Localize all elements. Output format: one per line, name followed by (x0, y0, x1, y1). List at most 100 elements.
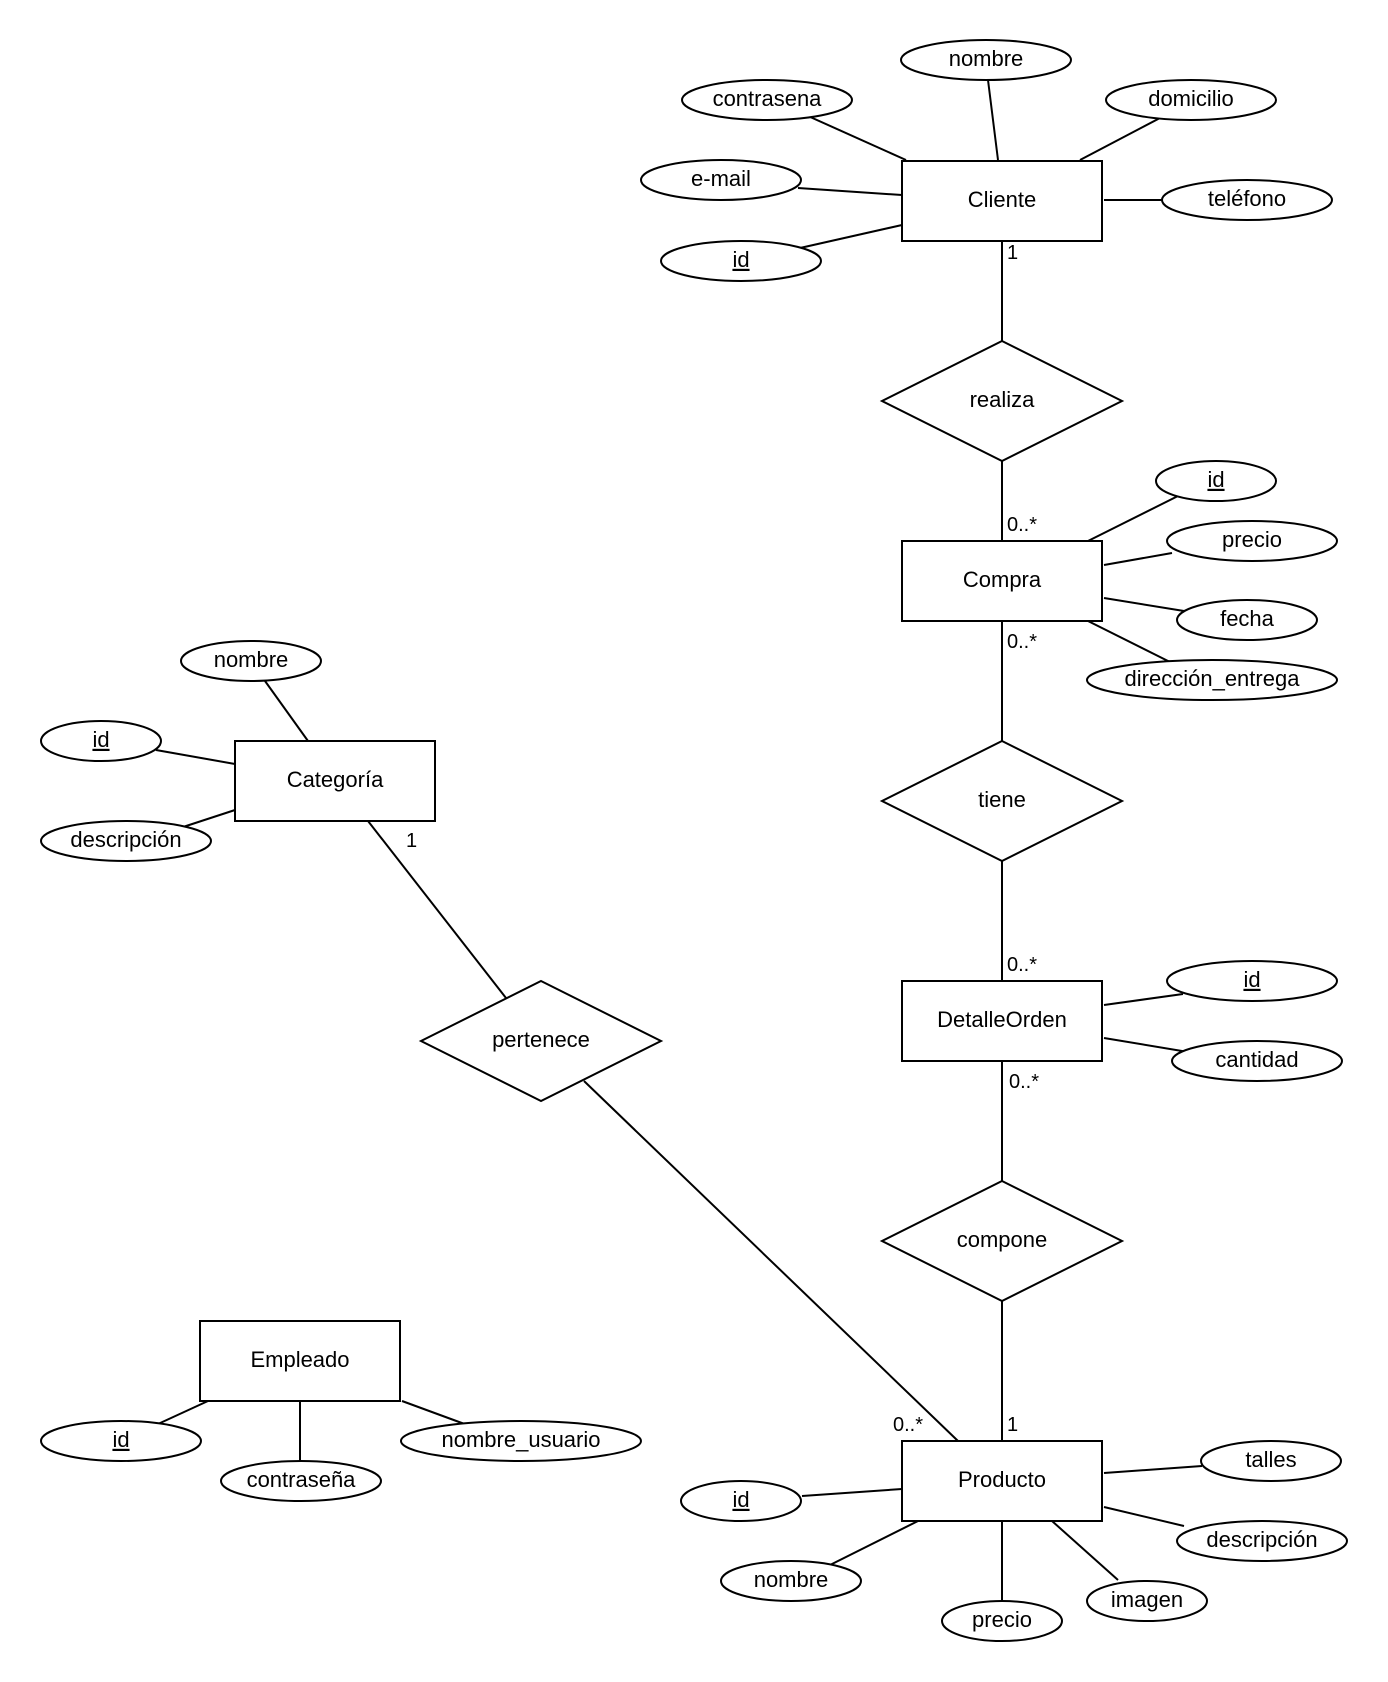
connector-detalle-cantidad (1103, 1037, 1189, 1053)
connector-cliente-contrasena (807, 115, 907, 161)
attribute-cliente-domicilio-label: domicilio (1148, 86, 1234, 111)
attribute-empleado-id-label: id (112, 1427, 129, 1452)
attribute-producto-descripcion: descripción (1176, 1520, 1348, 1562)
connector-producto-id (801, 1488, 903, 1497)
cardinality-producto-pertenece: 0..* (893, 1414, 923, 1436)
attribute-categoria-id-label: id (92, 727, 109, 752)
attribute-producto-precio: precio (941, 1600, 1063, 1642)
connector-cliente-domicilio (1079, 117, 1161, 161)
attribute-compra-fecha: fecha (1176, 599, 1318, 641)
entity-compra[interactable]: Compra (901, 540, 1103, 622)
attribute-compra-fecha-label: fecha (1220, 606, 1275, 631)
attribute-compra-id: id (1155, 460, 1277, 502)
relationship-pertenece-label: pertenece (492, 1027, 590, 1052)
cardinality-categoria-pertenece: 1 (406, 830, 417, 852)
cardinality-compra-realiza: 0..* (1007, 514, 1037, 536)
attribute-detalle-orden-id-label: id (1243, 967, 1260, 992)
attribute-cliente-telefono-label: teléfono (1208, 186, 1286, 211)
attribute-producto-descripcion-label: descripción (1206, 1527, 1317, 1552)
attribute-producto-talles-label: talles (1245, 1447, 1296, 1472)
attribute-producto-id-label: id (732, 1487, 749, 1512)
connector-producto-nombre (829, 1520, 919, 1566)
attribute-categoria-nombre-label: nombre (214, 647, 289, 672)
attribute-cliente-nombre: nombre (900, 39, 1072, 81)
entity-compra-label: Compra (963, 567, 1042, 592)
attribute-cliente-domicilio: domicilio (1105, 79, 1277, 121)
attribute-categoria-nombre: nombre (180, 640, 322, 682)
entity-detalle-orden-label: DetalleOrden (937, 1007, 1067, 1032)
connector-empleado-usuario (401, 1400, 471, 1427)
entity-empleado[interactable]: Empleado (199, 1320, 401, 1402)
attribute-detalle-orden-id: id (1166, 960, 1338, 1002)
relationship-realiza-label: realiza (970, 387, 1036, 412)
attribute-empleado-nombre-usuario-label: nombre_usuario (442, 1427, 601, 1452)
connector-compra-direccion (1087, 620, 1173, 664)
attribute-categoria-descripcion-label: descripción (70, 827, 181, 852)
entity-categoria[interactable]: Categoría (234, 740, 436, 822)
entity-categoria-label: Categoría (287, 767, 384, 792)
cardinality-detalle-compone: 0..* (1009, 1071, 1039, 1093)
attribute-compra-direccion-entrega-label: dirección_entrega (1125, 666, 1301, 691)
attribute-cliente-email: e-mail (640, 159, 802, 201)
connector-cliente-nombre (987, 79, 999, 161)
connector-producto-descripcion (1103, 1506, 1185, 1527)
attribute-cliente-id-label: id (732, 247, 749, 272)
entity-empleado-label: Empleado (250, 1347, 349, 1372)
entity-producto[interactable]: Producto (901, 1440, 1103, 1522)
attribute-producto-precio-label: precio (972, 1607, 1032, 1632)
cardinality-cliente-realiza: 1 (1007, 242, 1018, 264)
attribute-producto-id: id (680, 1480, 802, 1522)
attribute-cliente-contrasena-label: contrasena (713, 86, 823, 111)
attribute-detalle-orden-cantidad: cantidad (1171, 1040, 1343, 1082)
connector-detalle-id (1103, 993, 1184, 1006)
attribute-categoria-descripcion: descripción (40, 820, 212, 862)
cardinalities: 1 0..* 0..* 0..* 0..* 1 1 0..* (406, 242, 1039, 1436)
attribute-compra-precio: precio (1166, 520, 1338, 562)
cardinality-compra-tiene: 0..* (1007, 631, 1037, 653)
connector-pertenece-producto (583, 1080, 959, 1442)
connector-producto-talles (1103, 1465, 1203, 1474)
connector-categoria-id (155, 749, 236, 765)
entity-detalle-orden[interactable]: DetalleOrden (901, 980, 1103, 1062)
attribute-empleado-contrasena-label: contraseña (247, 1467, 357, 1492)
cardinality-producto-compone: 1 (1007, 1414, 1018, 1436)
cardinality-detalle-tiene: 0..* (1007, 954, 1037, 976)
attribute-detalle-orden-cantidad-label: cantidad (1215, 1047, 1298, 1072)
attribute-producto-nombre-label: nombre (754, 1567, 829, 1592)
attribute-cliente-nombre-label: nombre (949, 46, 1024, 71)
attribute-compra-id-label: id (1207, 467, 1224, 492)
attribute-cliente-id: id (660, 240, 822, 282)
connector-compra-fecha (1103, 597, 1185, 612)
attribute-empleado-nombre-usuario: nombre_usuario (400, 1420, 642, 1462)
attribute-cliente-telefono: teléfono (1161, 179, 1333, 221)
attribute-cliente-contrasena: contrasena (681, 79, 853, 121)
connector-categoria-nombre (264, 680, 309, 742)
relationship-tiene-label: tiene (978, 787, 1026, 812)
attribute-producto-nombre: nombre (720, 1560, 862, 1602)
entity-cliente[interactable]: Cliente (901, 160, 1103, 242)
relationship-realiza[interactable]: realiza (879, 339, 1125, 463)
connector-compra-id (1087, 495, 1179, 542)
connectors (155, 79, 1203, 1603)
attribute-categoria-id: id (40, 720, 162, 762)
attribute-empleado-contrasena: contraseña (220, 1460, 382, 1502)
connector-empleado-id (157, 1400, 209, 1425)
attribute-compra-direccion-entrega: dirección_entrega (1086, 659, 1338, 701)
attribute-producto-imagen-label: imagen (1111, 1587, 1183, 1612)
connector-compra-precio (1103, 552, 1173, 566)
relationship-tiene[interactable]: tiene (879, 739, 1125, 863)
relationship-pertenece[interactable]: pertenece (418, 979, 664, 1103)
relationship-compone[interactable]: compone (879, 1179, 1125, 1303)
connector-categoria-pertenece (367, 820, 507, 999)
attribute-empleado-id: id (40, 1420, 202, 1462)
attribute-producto-imagen: imagen (1086, 1580, 1208, 1622)
connector-categoria-descripcion (179, 809, 236, 829)
attribute-compra-precio-label: precio (1222, 527, 1282, 552)
relationship-compone-label: compone (957, 1227, 1048, 1252)
entity-cliente-label: Cliente (968, 187, 1036, 212)
entity-producto-label: Producto (958, 1467, 1046, 1492)
attribute-producto-talles: talles (1200, 1440, 1342, 1482)
connector-cliente-email (797, 187, 903, 196)
attribute-cliente-email-label: e-mail (691, 166, 751, 191)
